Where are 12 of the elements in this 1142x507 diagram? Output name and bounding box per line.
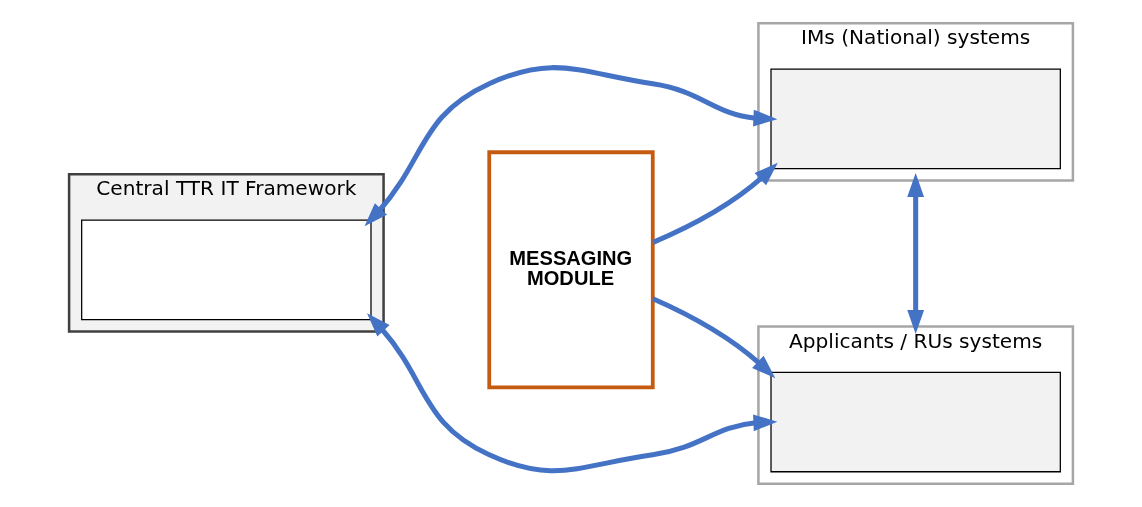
cluster: Central TTR IT Framework bbox=[67, 173, 385, 333]
cluster: IMs (National) systems bbox=[757, 22, 1075, 182]
cluster: Applicants / RUs systems bbox=[757, 325, 1075, 485]
node-box bbox=[81, 219, 372, 321]
arrow bbox=[652, 162, 778, 245]
arrow bbox=[651, 296, 776, 379]
node-box bbox=[770, 371, 1061, 473]
node-box bbox=[770, 68, 1061, 170]
arrow bbox=[364, 65, 778, 227]
node-box: MESSAGING MODULE bbox=[487, 150, 655, 390]
arrow bbox=[907, 172, 925, 335]
arrow bbox=[367, 313, 778, 474]
